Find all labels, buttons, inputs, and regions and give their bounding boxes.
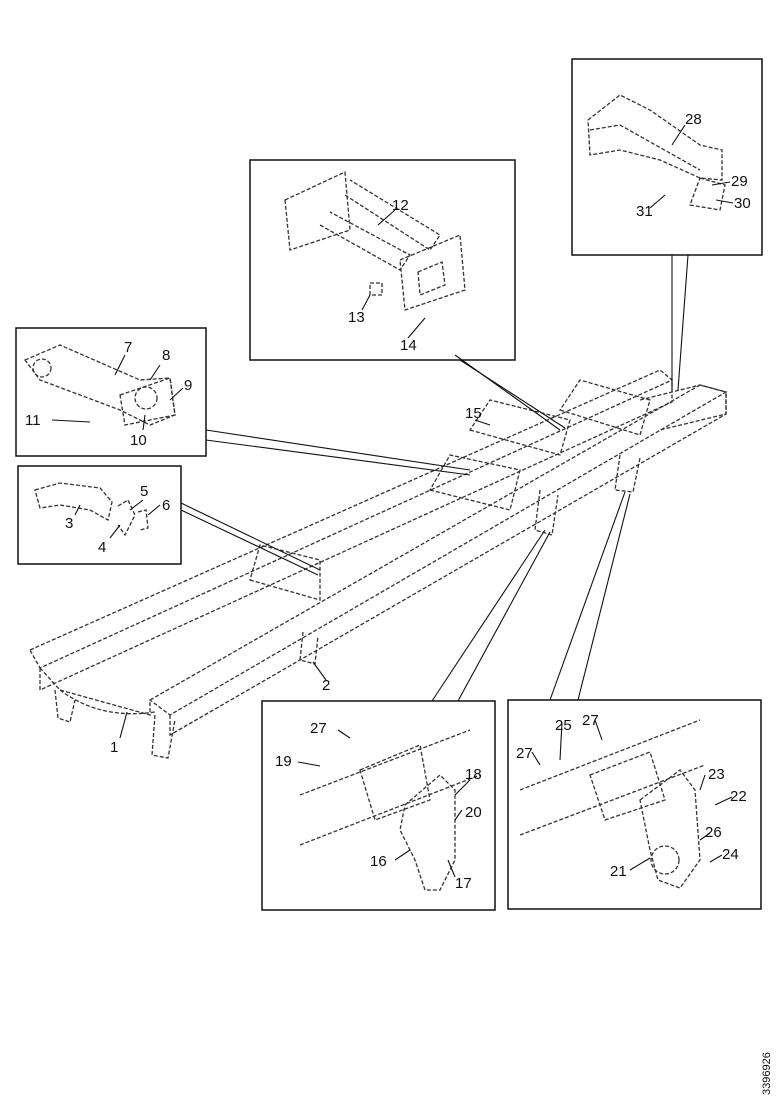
label-23: 23 [708,766,725,783]
label-20: 20 [465,804,482,821]
label-17: 17 [455,875,472,892]
label-27: 27 [310,720,327,737]
label-31: 31 [636,203,653,220]
label-4: 4 [98,539,106,556]
detail-box-28-31 [571,58,763,256]
label-22: 22 [730,788,747,805]
label-26: 26 [705,824,722,841]
label-27: 27 [516,745,533,762]
label-14: 14 [400,337,417,354]
label-10: 10 [130,432,147,449]
label-21: 21 [610,863,627,880]
chassis-frame [29,369,728,759]
label-8: 8 [162,347,170,364]
detail-box-21-27 [507,699,762,910]
detail-leader-lines [180,254,689,702]
label-5: 5 [140,483,148,500]
label-28: 28 [685,111,702,128]
detail-box-3-6 [17,465,182,565]
label-6: 6 [162,497,170,514]
label-11: 11 [25,412,41,429]
label-18: 18 [465,766,482,783]
label-19: 19 [275,753,292,770]
label-30: 30 [734,195,751,212]
figure-code: 3396926 [761,1052,773,1095]
label-9: 9 [184,377,192,394]
label-13: 13 [348,309,365,326]
label-12: 12 [392,197,409,214]
label-7: 7 [124,339,132,356]
label-15: 15 [465,405,482,422]
label-27: 27 [582,712,599,729]
detail-box-7-11 [15,327,207,457]
part-labels: 1 2 3 4 5 6 7 8 9 10 11 12 13 14 15 16 1… [25,111,751,892]
detail-box-12-14 [249,159,516,361]
label-16: 16 [370,853,387,870]
label-25: 25 [555,717,572,734]
label-2: 2 [322,677,330,694]
label-3: 3 [65,515,73,532]
label-24: 24 [722,846,739,863]
label-leaders [51,124,734,878]
label-29: 29 [731,173,748,190]
detail-box-16-20 [261,700,496,911]
label-1: 1 [110,739,118,756]
